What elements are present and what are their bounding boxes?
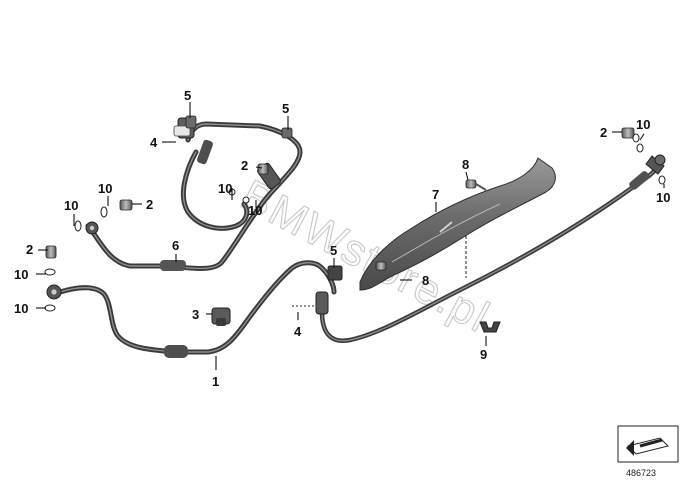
callout-10: 10 [14,301,28,316]
callout-2: 2 [146,197,153,212]
callout-10: 10 [64,198,78,213]
callout-4: 4 [150,135,158,150]
brake-hose-1 [46,260,337,358]
cover-shield [359,157,556,291]
callout-10: 10 [218,181,232,196]
callout-5: 5 [282,101,289,116]
screw-8a [465,179,487,191]
banjo-bolt-2a [621,127,635,139]
callout-4: 4 [294,324,302,339]
watermark-text: BMWstore.pl [233,171,498,343]
callout-3: 3 [192,307,199,322]
callout-10: 10 [98,181,112,196]
banjo-bolt-2d [257,163,269,175]
callout-8: 8 [462,157,469,172]
adapter-4a [173,125,191,137]
hose-clip [327,265,343,281]
callout-9: 9 [480,347,487,362]
banjo-bolt-2c [45,245,57,259]
hose-sleeve [197,139,213,165]
leader-lines [36,102,665,370]
sealing-rings [44,133,666,312]
document-number: 486723 [626,468,657,478]
callout-5: 5 [330,243,337,258]
callout-2: 2 [26,242,33,257]
callout-10: 10 [656,190,670,205]
callout-10: 10 [248,203,262,218]
clip-5a [185,115,197,129]
banjo-bolt-2b [119,199,133,211]
callout-1: 1 [212,374,219,389]
callout-7: 7 [432,187,439,202]
orientation-icon-box [617,425,679,463]
callout-labels: 5 4 5 2 10 10 10 10 2 2 10 10 6 3 4 5 1 … [14,88,670,389]
hose-sleeve [629,171,650,190]
callout-6: 6 [172,238,179,253]
hose-sleeve [160,260,186,271]
screw-8b [375,261,399,273]
callout-2: 2 [600,125,607,140]
hose-clip-9 [479,321,501,333]
hose-clip-3 [211,307,231,326]
clip-5b [281,127,293,139]
callout-10: 10 [636,117,650,132]
arrow-orientation-icon [626,437,669,456]
callout-8: 8 [422,273,429,288]
callout-5: 5 [184,88,191,103]
callout-10: 10 [14,267,28,282]
brake-line-7 [315,154,666,344]
callout-2: 2 [241,158,248,173]
hose-sleeve [164,345,188,358]
hose-sleeve [315,291,329,315]
brake-hose-6 [85,117,303,271]
